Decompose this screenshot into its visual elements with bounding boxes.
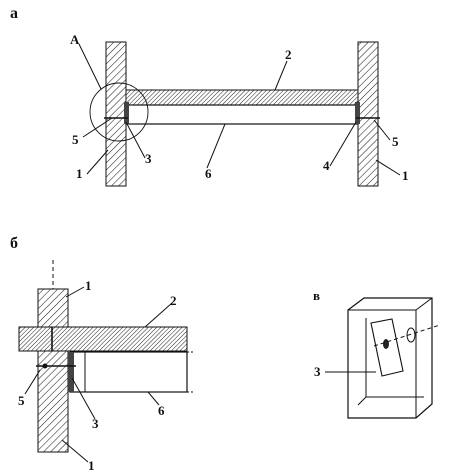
panel-v-letter: в xyxy=(313,288,320,303)
label-bracket-3-b: 3 xyxy=(92,416,99,431)
beam-b xyxy=(69,351,188,393)
label-column-1-left: 1 xyxy=(76,166,83,181)
label-beam-6: 6 xyxy=(205,166,212,181)
panel-v: в 3 xyxy=(313,288,441,419)
lower-column xyxy=(37,350,69,453)
label-column-1-lower: 1 xyxy=(88,458,95,473)
label-bracket-3: 3 xyxy=(145,151,152,166)
label-plate-5-right: 5 xyxy=(392,134,399,149)
bolt-hole-2 xyxy=(406,327,416,343)
label-column-1-right: 1 xyxy=(402,168,409,183)
callout-a: А xyxy=(70,32,80,47)
right-bracket xyxy=(355,102,360,124)
label-beam-6-b: 6 xyxy=(158,403,165,418)
beam xyxy=(125,104,359,125)
slab-b xyxy=(18,326,188,352)
left-bracket xyxy=(124,102,129,124)
panel-a: а А 2 5 3 6 1 4 xyxy=(10,5,409,187)
label-bracket-4: 4 xyxy=(323,158,330,173)
detail-circle-a xyxy=(89,82,149,142)
label-plate-5-left: 5 xyxy=(72,132,79,147)
slab xyxy=(125,89,359,106)
left-column xyxy=(105,41,127,187)
label-slab-2-b: 2 xyxy=(170,293,177,308)
upper-column xyxy=(37,288,69,328)
label-slab-2: 2 xyxy=(285,47,292,62)
right-column xyxy=(357,41,379,187)
panel-a-letter: а xyxy=(10,5,18,22)
panel-b: б 1 2 5 3 6 1 xyxy=(10,235,195,473)
panel-b-letter: б xyxy=(10,235,18,252)
label-plate-5-b: 5 xyxy=(18,393,25,408)
bolt-hole-1 xyxy=(383,339,389,349)
label-column-1-upper: 1 xyxy=(85,278,92,293)
label-bracket-3-v: 3 xyxy=(314,364,321,379)
bracket-b xyxy=(68,352,74,392)
